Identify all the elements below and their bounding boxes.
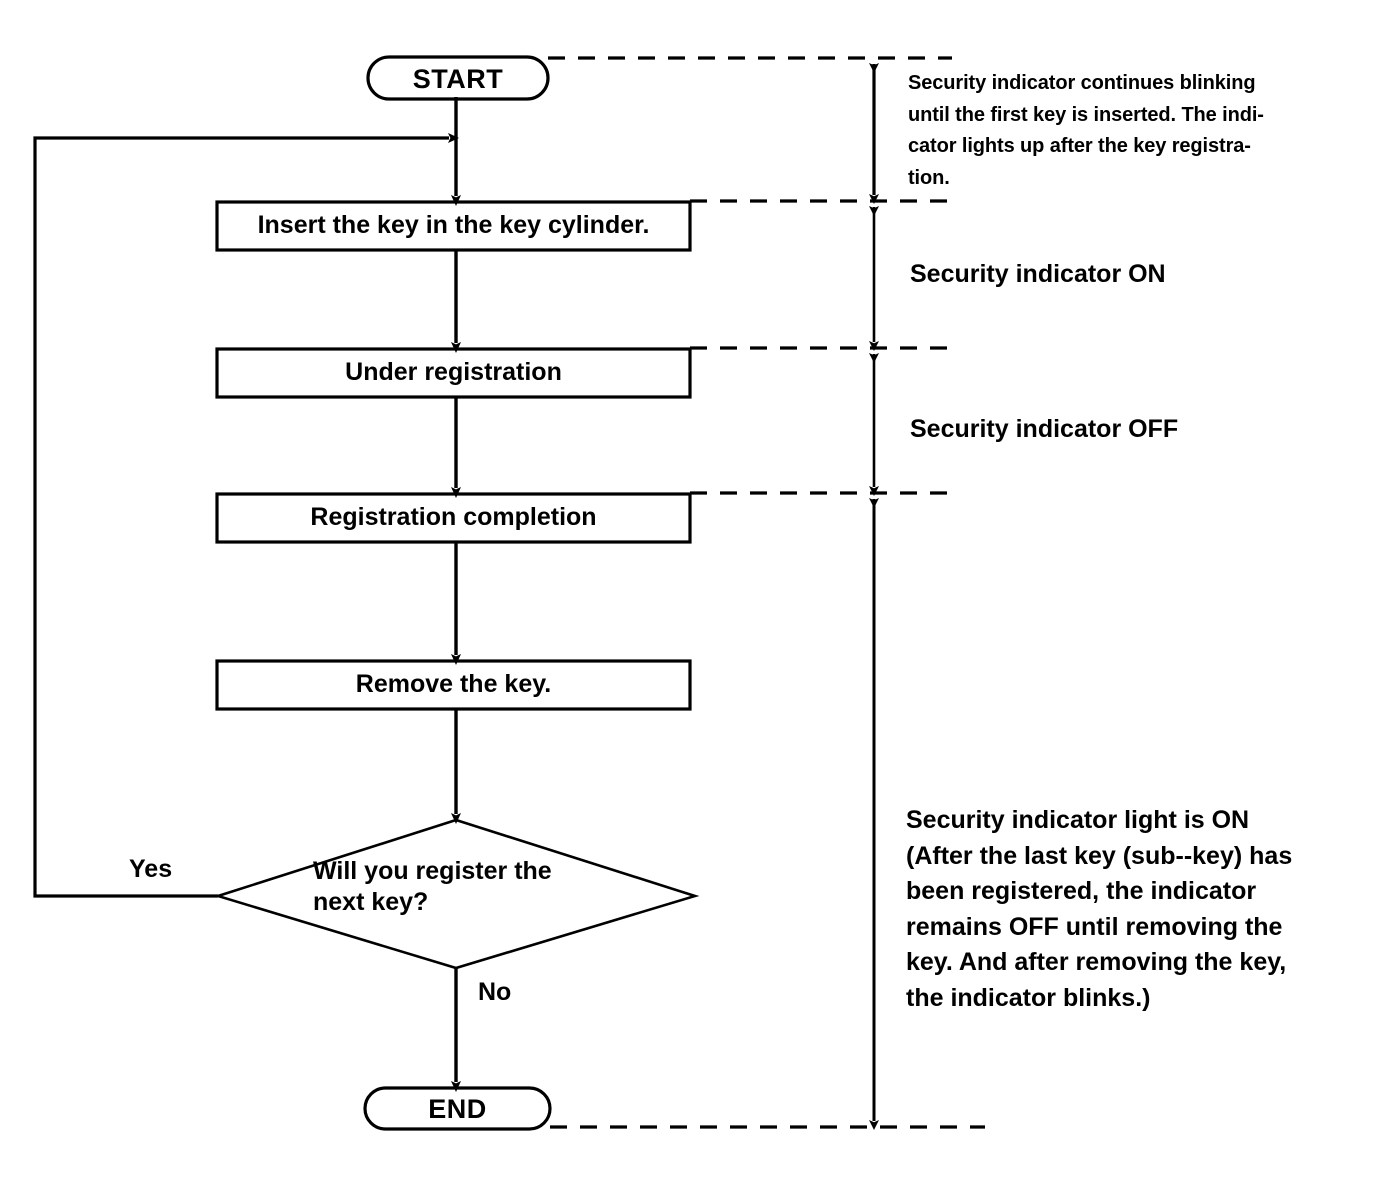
connector-feedback-loop-yes (33, 133, 459, 898)
process-label-insert-key: Insert the key in the key cylinder. (257, 211, 650, 239)
annotation-blinking-line-2: until the first key is inserted. The ind… (908, 103, 1264, 126)
annotation-light-line-3: been registered, the indicator (906, 877, 1257, 905)
decision-label-line-2: next key? (313, 887, 429, 916)
annotation-light-line-1: Security indicator light is ON (906, 806, 1250, 834)
process-box-insert-key-shape (215, 200, 692, 252)
process-label-remove-key: Remove the key. (355, 670, 552, 698)
annotation-blinking-note: Security indicator continues blinking un… (908, 68, 1288, 194)
annotation-light-line-5: key. And after removing the key, (906, 948, 1287, 976)
process-label-under-registration: Under registration (345, 358, 562, 386)
start-terminator-shape (366, 55, 550, 101)
annotation-light-line-6: the indicator blinks.) (906, 983, 1151, 1012)
start-terminator-label: START (412, 64, 504, 94)
process-box-remove-key-shape (215, 659, 692, 711)
process-label-registration-completion: Registration completion (310, 503, 597, 531)
annotation-blinking-line-1: Security indicator continues blinking (908, 72, 1256, 94)
end-terminator-label: END (428, 1094, 487, 1124)
annotation-light-line-4: remains OFF until removing the (906, 912, 1283, 941)
annotation-light-line-2: (After the last key (sub--key) has (906, 841, 1293, 870)
annotation-indicator-light-note: Security indicator light is ON (After th… (906, 803, 1306, 1016)
annotation-blinking-line-4: tion. (908, 166, 950, 189)
branch-label-no: No (478, 978, 512, 1006)
branch-label-yes: Yes (129, 855, 173, 883)
decision-label-line-1: Will you register the (313, 857, 552, 885)
process-box-registration-completion-shape (215, 492, 692, 544)
annotation-indicator-on: Security indicator ON (910, 260, 1166, 288)
decision-label: Will you register the next key? (313, 856, 643, 917)
annotation-blinking-line-3: cator lights up after the key registra- (908, 135, 1251, 158)
annotation-indicator-off: Security indicator OFF (910, 415, 1179, 443)
